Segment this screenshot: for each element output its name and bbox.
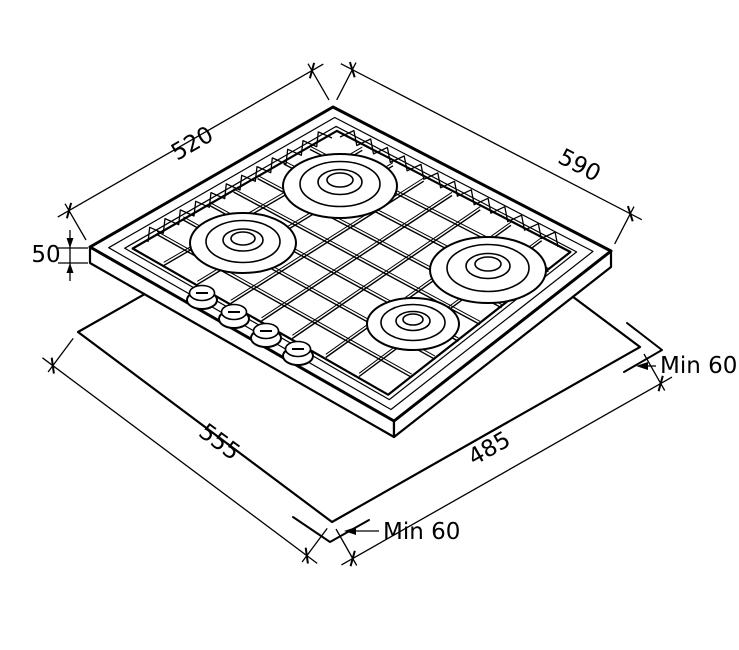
- grate-wire: [291, 209, 481, 340]
- grate-wire: [261, 194, 453, 322]
- dimension-tick: [65, 202, 73, 219]
- burner-front: [366, 297, 460, 351]
- control-knob-1: [186, 284, 218, 310]
- dimension-line: [340, 63, 643, 221]
- tray-rim-inner: [131, 129, 572, 396]
- extension-line: [307, 63, 330, 101]
- burner-back-cap: [326, 172, 354, 188]
- dim-label-520: 520: [167, 122, 218, 166]
- dimension-tick: [308, 62, 316, 79]
- dimension-tick: [657, 375, 664, 392]
- burner-front-cap: [402, 313, 424, 326]
- burner-back: [282, 153, 398, 219]
- burner-left: [189, 212, 297, 274]
- hob-top-face: [88, 105, 613, 423]
- control-knob-4: [282, 340, 314, 366]
- extension-line: [614, 206, 635, 245]
- dim-label-485: 485: [464, 427, 515, 471]
- dim-label-555: 555: [194, 419, 245, 466]
- dimension-tick: [304, 547, 309, 564]
- extension-line: [336, 62, 357, 101]
- grate-crown-left: [147, 131, 333, 243]
- arrowhead-left: [344, 527, 356, 535]
- burner-right: [429, 236, 547, 304]
- dimension-tick: [50, 357, 55, 374]
- grate-crown-right: [339, 129, 559, 248]
- extension-line: [64, 203, 87, 241]
- grate-wire: [230, 180, 425, 305]
- dimension-hob-depth: 520: [57, 62, 330, 241]
- dimension-tick: [348, 61, 356, 78]
- control-knob-2: [218, 303, 250, 329]
- arrowhead-down: [66, 238, 74, 248]
- burner-left-cap: [230, 231, 256, 246]
- arrowhead-left: [636, 362, 648, 370]
- dimension-line: [57, 63, 324, 218]
- grate-wire-twin: [292, 206, 481, 336]
- extension-line: [47, 338, 74, 373]
- dimension-line: [341, 376, 673, 566]
- extension-line: [301, 528, 328, 563]
- clearance-edge-right: [623, 322, 663, 373]
- clearance-bottom: Min 60: [344, 519, 460, 545]
- arrowhead-up: [66, 263, 74, 273]
- burner-right-cap: [474, 256, 502, 272]
- clearance-right: Min 60: [636, 353, 737, 379]
- dimension-hob-height: 50: [31, 230, 88, 281]
- dimension-line: [42, 357, 318, 564]
- control-knobs: [186, 284, 314, 366]
- dimension-tick: [626, 205, 634, 222]
- clearance-right-label: Min 60: [660, 353, 737, 379]
- grate-wire-twin: [261, 191, 453, 319]
- control-knob-3: [250, 322, 282, 348]
- hob-rim-line: [108, 116, 594, 411]
- extension-line: [335, 528, 358, 566]
- dimension-tick: [349, 550, 356, 567]
- clearance-bottom-label: Min 60: [383, 519, 460, 545]
- dim-label-50: 50: [31, 242, 60, 268]
- dim-label-590: 590: [554, 144, 605, 187]
- pan-support-crowns: [147, 129, 559, 248]
